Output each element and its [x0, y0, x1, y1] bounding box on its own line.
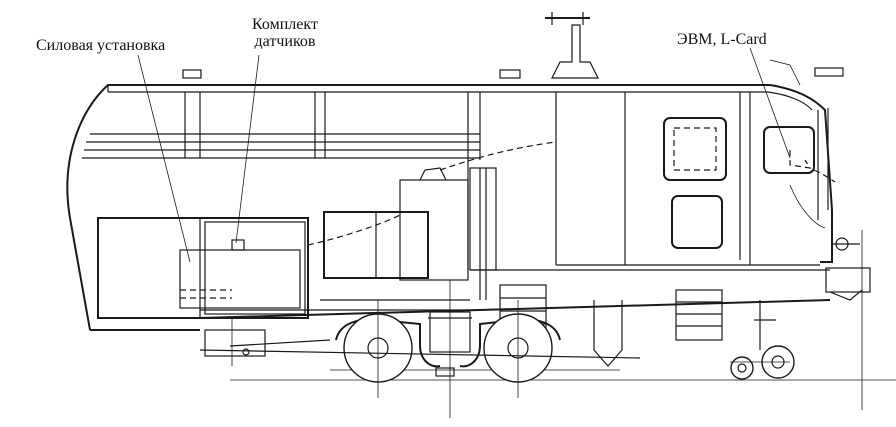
roof-equipment: [182, 12, 844, 86]
cab-windows: [663, 108, 836, 249]
underframe-left: [204, 318, 266, 366]
power-unit-compartment: [97, 217, 309, 319]
leader-power-unit: [137, 54, 191, 263]
mid-equipment: [307, 141, 556, 300]
leader-sensor-kit: [235, 54, 260, 244]
computer-label: ЭВМ, L-Card: [677, 31, 767, 48]
tank: [593, 300, 623, 367]
front-small-wheels: [730, 300, 795, 380]
sensor-kit-label-line1: Комплект: [252, 16, 318, 33]
car-body: [66, 84, 833, 331]
sensor-kit-label: Комплект датчиков: [236, 16, 334, 50]
leader-computer: [749, 47, 791, 159]
power-unit-label: Силовая установка: [36, 37, 166, 54]
bogie: [199, 280, 641, 418]
front-coupler: [825, 230, 871, 410]
sensor-kit-label-line2: датчиков: [254, 33, 316, 50]
